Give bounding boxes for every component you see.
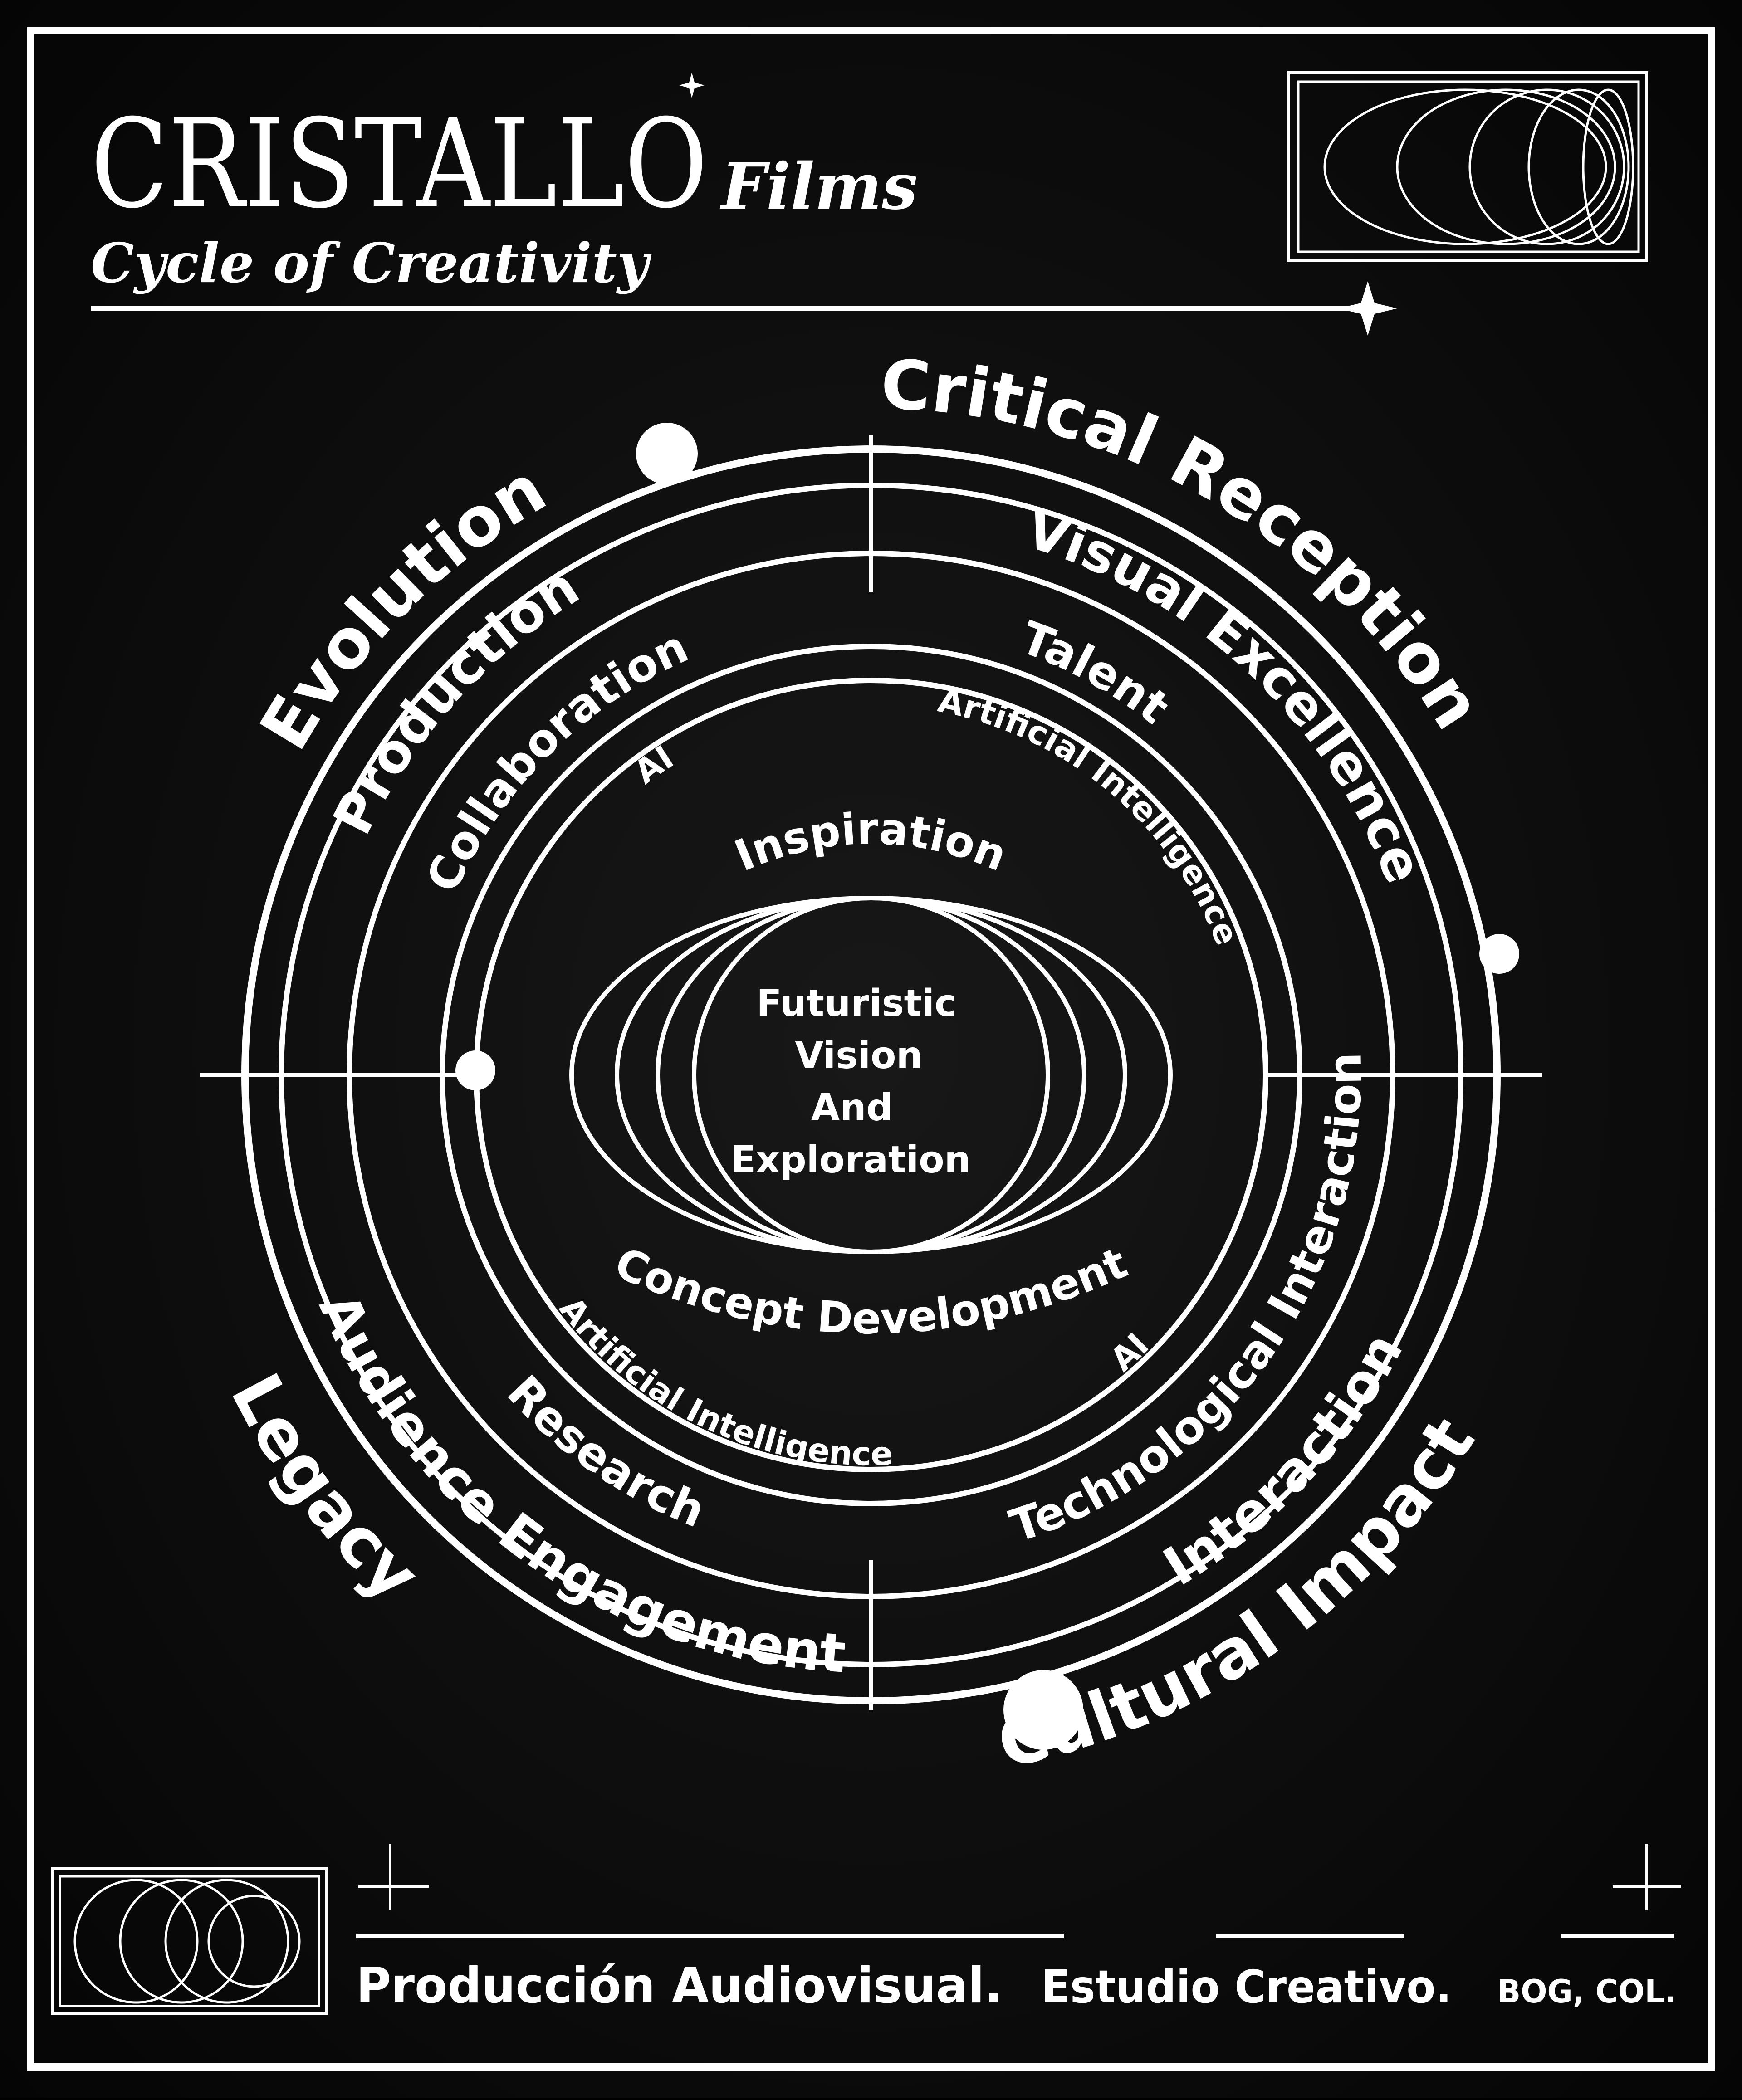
footer: Producción Audiovisual. Estudio Creativo… — [51, 1844, 1681, 2015]
small-sparkle-icon — [679, 73, 705, 98]
core-center-text: Futuristic Vision And Exploration — [730, 982, 971, 1182]
sparkle-icon — [1338, 281, 1397, 336]
footer-location: BOG, COL. — [1497, 1973, 1676, 2010]
core-center-line-3: And — [811, 1086, 893, 1129]
orbit-dot-bottom — [1003, 1670, 1083, 1750]
orbit-dot-top — [636, 423, 698, 484]
footer-production: Producción Audiovisual. — [356, 1958, 1003, 2014]
core-center-line-4: Exploration — [730, 1138, 971, 1182]
tagline: Cycle of Creativity — [91, 231, 652, 295]
header: CRISTALLO Films Cycle of Creativity — [91, 73, 1397, 336]
central-eye — [569, 896, 1173, 1254]
outer-frame — [27, 27, 1715, 2071]
brand-name: CRISTALLO — [91, 93, 708, 235]
brand-suffix: Films — [719, 150, 918, 224]
orbit-dot-inner — [455, 1050, 495, 1090]
footer-studio: Estudio Creativo. — [1041, 1960, 1452, 2013]
core-center-line-2: Vision — [795, 1034, 923, 1077]
orbit-dot-right — [1479, 934, 1519, 974]
top-right-emblem — [1287, 71, 1648, 262]
plus-icon-right — [1613, 1844, 1681, 1910]
plus-icon-left — [358, 1844, 429, 1910]
bottom-left-emblem — [51, 1867, 328, 2015]
core-center-line-1: Futuristic — [756, 982, 956, 1025]
